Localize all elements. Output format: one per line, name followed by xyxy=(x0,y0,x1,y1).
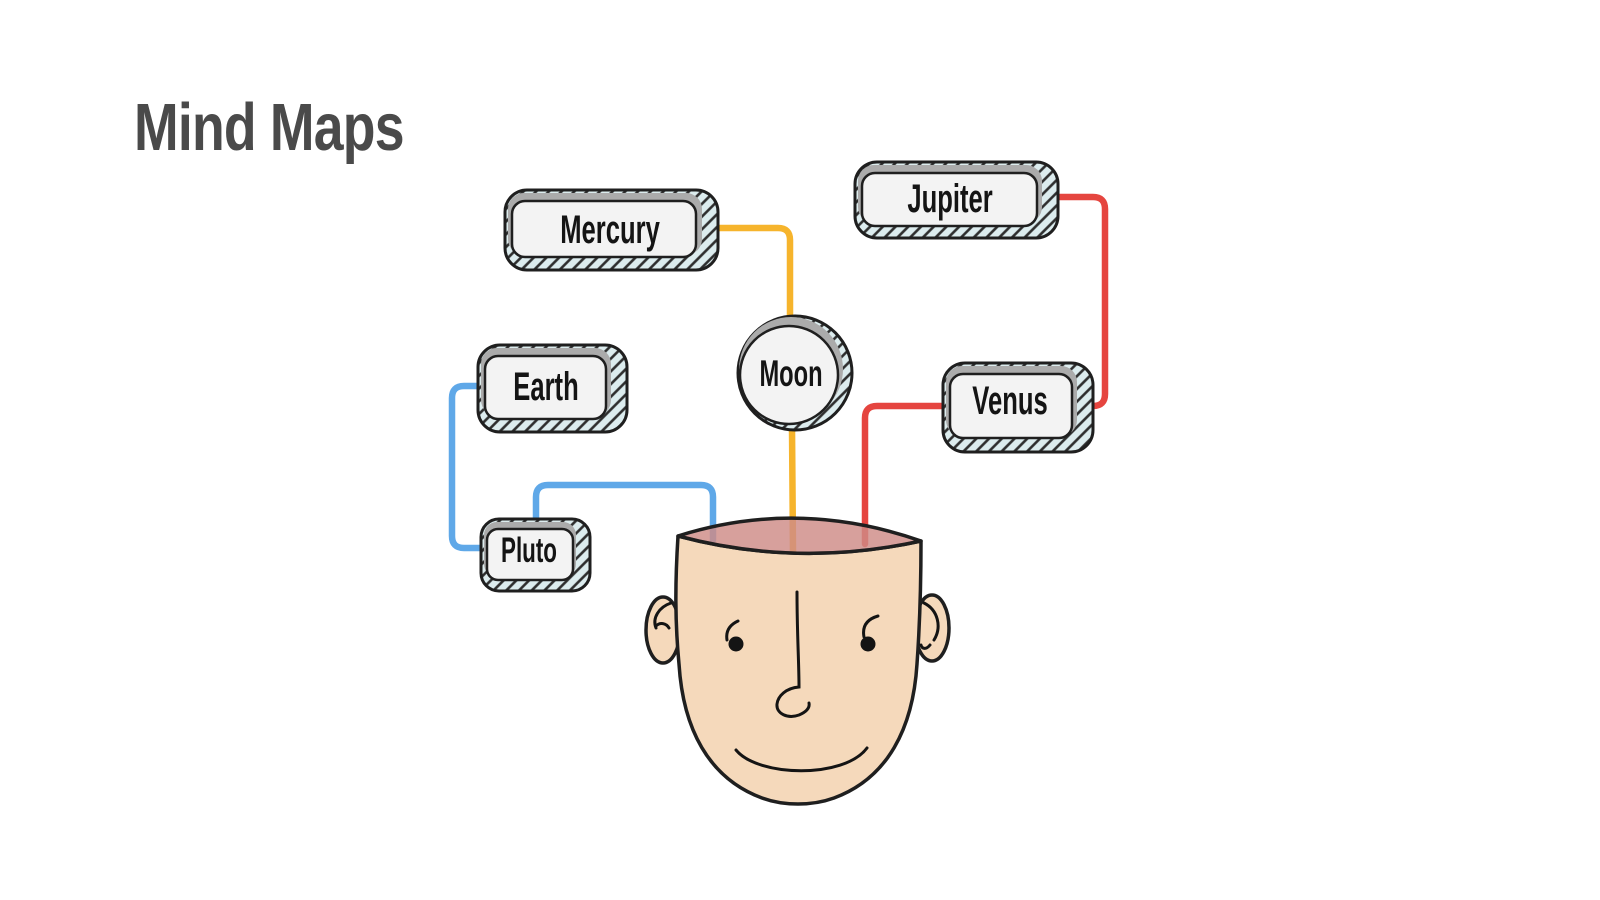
connector-earth-pluto xyxy=(448,382,487,552)
mindmap-nodes: Mercury Jupiter Earth Moon xyxy=(476,160,1095,593)
right-eyebrow xyxy=(862,614,880,639)
right-ear-inner-line xyxy=(919,601,940,650)
head-opening-brain xyxy=(676,516,923,556)
node-earth-label: Earth xyxy=(513,365,578,409)
node-moon-label: Moon xyxy=(759,353,822,395)
node-pluto[interactable]: Pluto xyxy=(479,517,592,593)
left-eyebrow xyxy=(725,619,740,642)
node-jupiter[interactable]: Jupiter xyxy=(853,160,1060,240)
left-ear-inner-line xyxy=(653,601,673,630)
left-eye xyxy=(728,636,744,652)
node-earth[interactable]: Earth xyxy=(476,343,629,434)
node-venus-label: Venus xyxy=(972,379,1047,423)
connector-jupiter-venus xyxy=(1052,193,1109,410)
open-head-figure xyxy=(644,516,951,806)
right-eye xyxy=(860,636,876,652)
connector-mercury-moon xyxy=(712,224,794,322)
node-moon[interactable]: Moon xyxy=(736,314,854,432)
node-jupiter-label: Jupiter xyxy=(907,177,992,221)
node-mercury[interactable]: Mercury xyxy=(503,188,720,272)
node-venus[interactable]: Venus xyxy=(941,361,1095,454)
connector-pluto-head xyxy=(532,481,717,544)
smile xyxy=(734,746,869,773)
node-mercury-label: Mercury xyxy=(560,208,660,252)
nose xyxy=(775,590,811,718)
connectors xyxy=(448,193,1109,555)
node-pluto-label: Pluto xyxy=(501,531,557,570)
connector-venus-head xyxy=(861,402,950,548)
page-title: Mind Maps xyxy=(134,90,405,165)
